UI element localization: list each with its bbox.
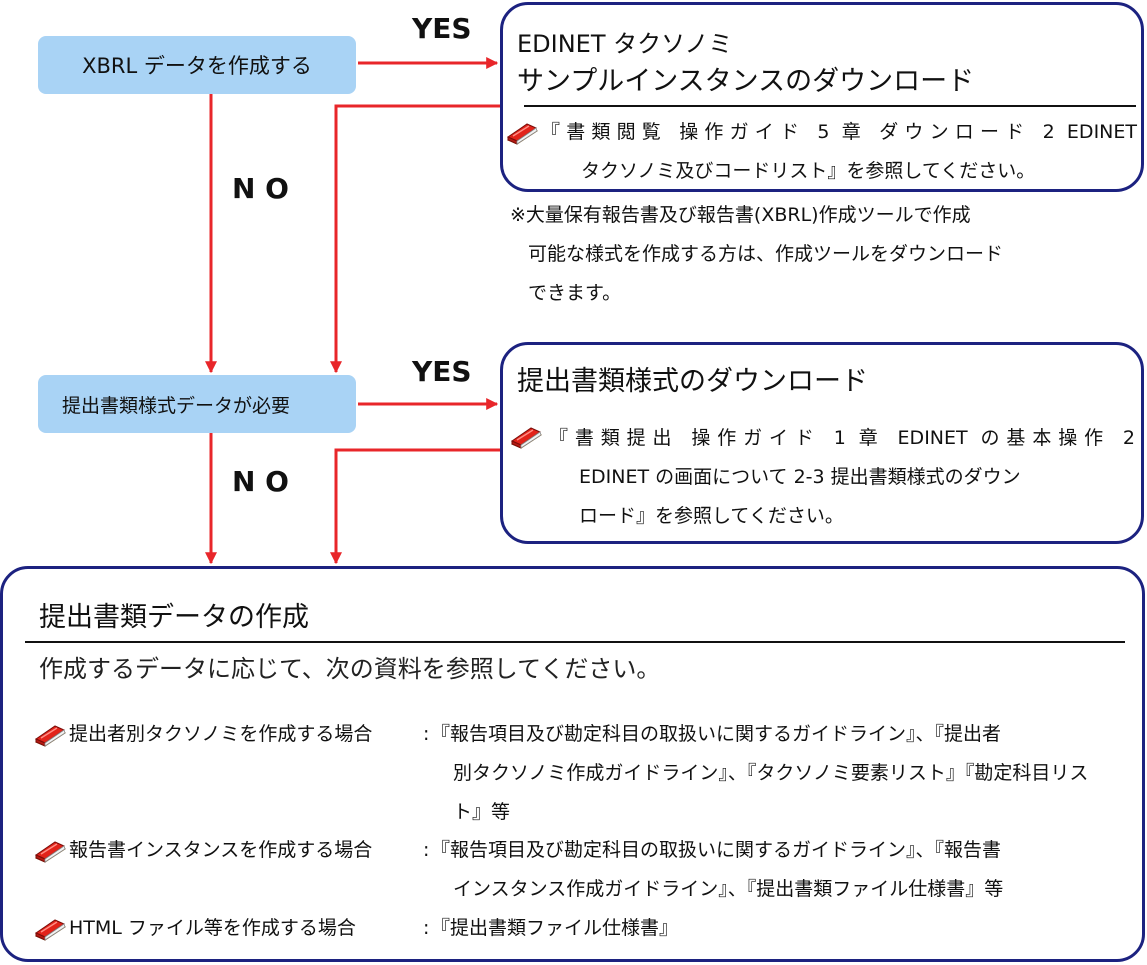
yes-label-1: YES xyxy=(412,12,472,45)
decision-forms-label: 提出書類様式データが必要 xyxy=(62,394,291,417)
row-taxonomy-label: 提出者別タクソノミを作成する場合 xyxy=(69,723,373,745)
taxonomy-ref-line1: 『書類閲覧 操作ガイド 5 章 ダウンロード 2 EDINET xyxy=(541,121,1137,143)
row-taxonomy-line1: 『報告項目及び勘定科目の取扱いに関するガイドライン』、『提出者 xyxy=(431,723,1002,745)
arrow-return-2 xyxy=(330,448,500,565)
row-taxonomy-line3: ト』等 xyxy=(453,801,511,823)
book-icon xyxy=(33,721,67,749)
tool-note: ※大量保有報告書及び報告書(XBRL)作成ツールで作成 可能な様式を作成する方は… xyxy=(510,196,1003,313)
row-taxonomy-refs: 『報告項目及び勘定科目の取扱いに関するガイドライン』、『提出者 別タクソノミ作成… xyxy=(431,715,1088,832)
note-line2: 可能な様式を作成する方は、作成ツールをダウンロード xyxy=(528,243,1004,265)
row-instance-line1: 『報告項目及び勘定科目の取扱いに関するガイドライン』、『報告書 xyxy=(431,839,1002,861)
row-instance-label: 報告書インスタンスを作成する場合 xyxy=(69,839,373,861)
book-icon xyxy=(33,915,67,943)
row-taxonomy-line2: 別タクソノミ作成ガイドライン』、『タクソノミ要素リスト』『勘定科目リス xyxy=(453,762,1089,784)
decision-xbrl-label: XBRL データを作成する xyxy=(82,54,312,78)
taxonomy-title-line1: EDINET タクソノミ xyxy=(517,30,733,58)
book-icon xyxy=(33,837,67,865)
creation-title: 提出書類データの作成 xyxy=(39,602,309,633)
row-instance-refs: 『報告項目及び勘定科目の取扱いに関するガイドライン』、『報告書 インスタンス作成… xyxy=(431,831,1003,909)
row-instance-sep: : xyxy=(423,839,430,861)
row-instance-line2: インスタンス作成ガイドライン』、『提出書類ファイル仕様書』等 xyxy=(453,878,1004,900)
no-label-1: N O xyxy=(232,172,289,205)
forms-title: 提出書類様式のダウンロード xyxy=(517,366,868,397)
book-icon xyxy=(505,119,539,147)
note-line3: できます。 xyxy=(528,282,622,304)
taxonomy-title-rule xyxy=(524,105,1136,107)
row-html-refs: 『提出書類ファイル仕様書』 xyxy=(431,909,678,948)
row-html-label: HTML ファイル等を作成する場合 xyxy=(69,917,356,939)
book-icon xyxy=(509,423,543,451)
forms-reference: 『書類提出 操作ガイド 1 章 EDINET の基本操作 2 EDINET の画… xyxy=(549,419,1135,536)
creation-title-rule xyxy=(25,641,1125,643)
data-creation-panel: 提出書類データの作成 作成するデータに応じて、次の資料を参照してください。 提出… xyxy=(0,566,1145,962)
no-label-2: N O xyxy=(232,465,289,498)
decision-forms: 提出書類様式データが必要 xyxy=(38,375,356,433)
forms-download-panel: 提出書類様式のダウンロード 『書類提出 操作ガイド 1 章 EDINET の基本… xyxy=(500,342,1144,544)
taxonomy-ref-line2: タクソノミ及びコードリスト』を参照してください。 xyxy=(581,160,1036,182)
row-html-line1: 『提出書類ファイル仕様書』 xyxy=(431,917,679,939)
taxonomy-reference: 『書類閲覧 操作ガイド 5 章 ダウンロード 2 EDINET タクソノミ及びコ… xyxy=(541,113,1137,191)
taxonomy-title-line2: サンプルインスタンスのダウンロード xyxy=(517,66,975,97)
arrow-return-1 xyxy=(330,104,500,374)
decision-xbrl: XBRL データを作成する xyxy=(38,36,356,94)
creation-lead: 作成するデータに応じて、次の資料を参照してください。 xyxy=(39,655,661,683)
taxonomy-download-panel: EDINET タクソノミ サンプルインスタンスのダウンロード 『書類閲覧 操作ガ… xyxy=(500,2,1144,192)
forms-ref-line1: 『書類提出 操作ガイド 1 章 EDINET の基本操作 2 xyxy=(549,427,1135,449)
forms-ref-line3: ロード』を参照してください。 xyxy=(579,505,844,527)
row-taxonomy-sep: : xyxy=(423,723,430,745)
row-html-sep: : xyxy=(423,917,430,939)
yes-label-2: YES xyxy=(412,355,472,388)
note-line1: ※大量保有報告書及び報告書(XBRL)作成ツールで作成 xyxy=(510,204,971,226)
forms-ref-line2: EDINET の画面について 2-3 提出書類様式のダウン xyxy=(579,466,1021,488)
